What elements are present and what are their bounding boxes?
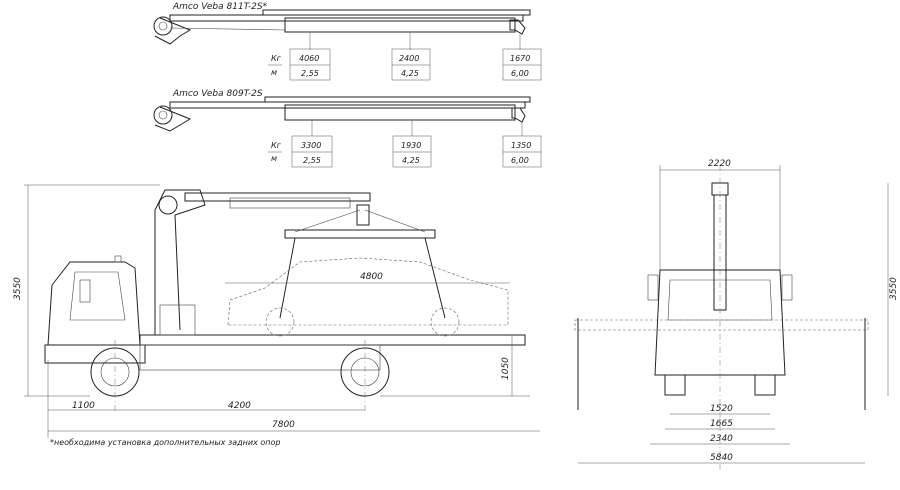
dim-total-length: 7800 [272, 420, 295, 430]
crane-diagram-809: Amco Veba 809T-2S [153, 89, 531, 136]
dim-width-2340: 2340 [710, 434, 733, 444]
load-value: 1350 [511, 141, 531, 150]
truck-side-view [44, 189, 526, 412]
dim-platform-height: 1050 [501, 357, 511, 380]
crane-model-label: Amco Veba 811T-2S* [172, 2, 268, 12]
crane-diagram-811: Amco Veba 811T-2S* [153, 2, 531, 50]
dim-track: 1520 [710, 404, 733, 414]
footnote: *необходима установка дополнительных зад… [50, 438, 280, 447]
unit-kg: Кг [271, 141, 282, 150]
load-value: 1930 [401, 141, 421, 150]
side-dimensions: 3550 4800 1050 1100 4200 7800 *необходим… [13, 184, 540, 447]
unit-m: м [271, 68, 277, 77]
dim-outrigger-span: 5840 [710, 453, 733, 463]
dim-front-height: 3550 [889, 277, 899, 300]
load-table-809: Кг м 3300 1930 1350 2,55 4,25 6,00 [268, 135, 542, 168]
load-table-811: Кг м 4060 2400 1670 2,55 4,25 6,00 [268, 48, 542, 81]
reach-value: 2,55 [303, 156, 321, 165]
crane-model-label: Amco Veba 809T-2S [172, 89, 263, 99]
unit-kg: Кг [271, 54, 282, 63]
dim-width-top: 2220 [708, 159, 731, 169]
dim-platform-length: 4800 [360, 272, 383, 282]
dim-front-overhang: 1100 [72, 401, 95, 411]
reach-value: 4,25 [402, 156, 420, 165]
dim-height: 3550 [13, 277, 23, 300]
reach-value: 6,00 [511, 69, 529, 78]
front-dimensions: 2220 3550 1520 1665 2340 5840 [578, 159, 899, 464]
reach-value: 6,00 [511, 156, 529, 165]
dim-wheelbase: 4200 [228, 401, 251, 411]
unit-m: м [271, 154, 277, 163]
load-value: 1670 [510, 54, 530, 63]
reach-value: 2,55 [301, 69, 319, 78]
dim-width-1665: 1665 [710, 419, 733, 429]
load-value: 3300 [301, 141, 321, 150]
reach-value: 4,25 [401, 69, 419, 78]
truck-front-view [574, 165, 869, 470]
load-value: 2400 [399, 54, 419, 63]
load-value: 4060 [299, 54, 319, 63]
